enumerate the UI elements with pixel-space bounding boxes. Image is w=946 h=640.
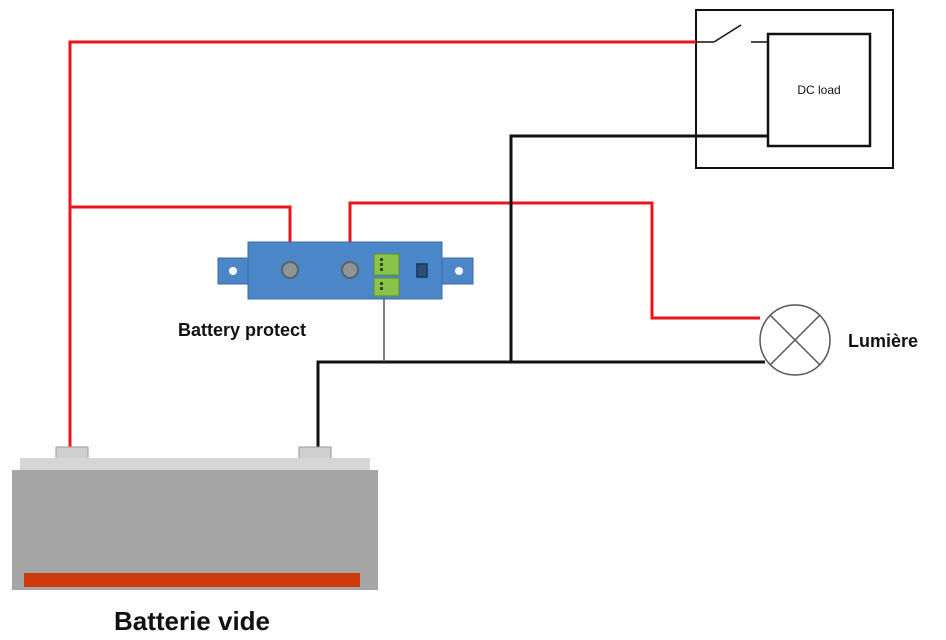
protect-green-connector-bottom — [373, 277, 400, 297]
battery-stripe — [24, 573, 360, 587]
battery-label: Batterie vide — [114, 606, 270, 636]
protect-body — [247, 241, 443, 300]
protect-display — [416, 263, 428, 278]
battery-icon — [12, 446, 378, 590]
protect-green-connector-top — [373, 253, 400, 276]
negative-main-wire — [316, 360, 765, 448]
protect-input-terminal — [281, 261, 299, 279]
load-enclosure: DC load — [695, 9, 894, 169]
negative-wires — [316, 134, 768, 448]
battery-protect-label: Battery protect — [178, 320, 306, 340]
dc-load-box — [766, 32, 872, 148]
protect-mount-hole-right — [455, 267, 463, 275]
protect-output-terminal — [341, 261, 359, 279]
lamp-icon — [759, 304, 831, 376]
battery-protect-icon — [217, 241, 474, 300]
dc-load-label: DC load — [797, 83, 840, 97]
protect-mount-hole-left — [229, 267, 237, 275]
switch-icon — [696, 24, 768, 43]
positive-main-wire — [68, 40, 696, 448]
negative-to-load-wire — [509, 134, 768, 362]
protect-output-to-lamp — [348, 201, 760, 320]
lamp-label: Lumière — [848, 331, 918, 351]
battery-body — [12, 470, 378, 590]
